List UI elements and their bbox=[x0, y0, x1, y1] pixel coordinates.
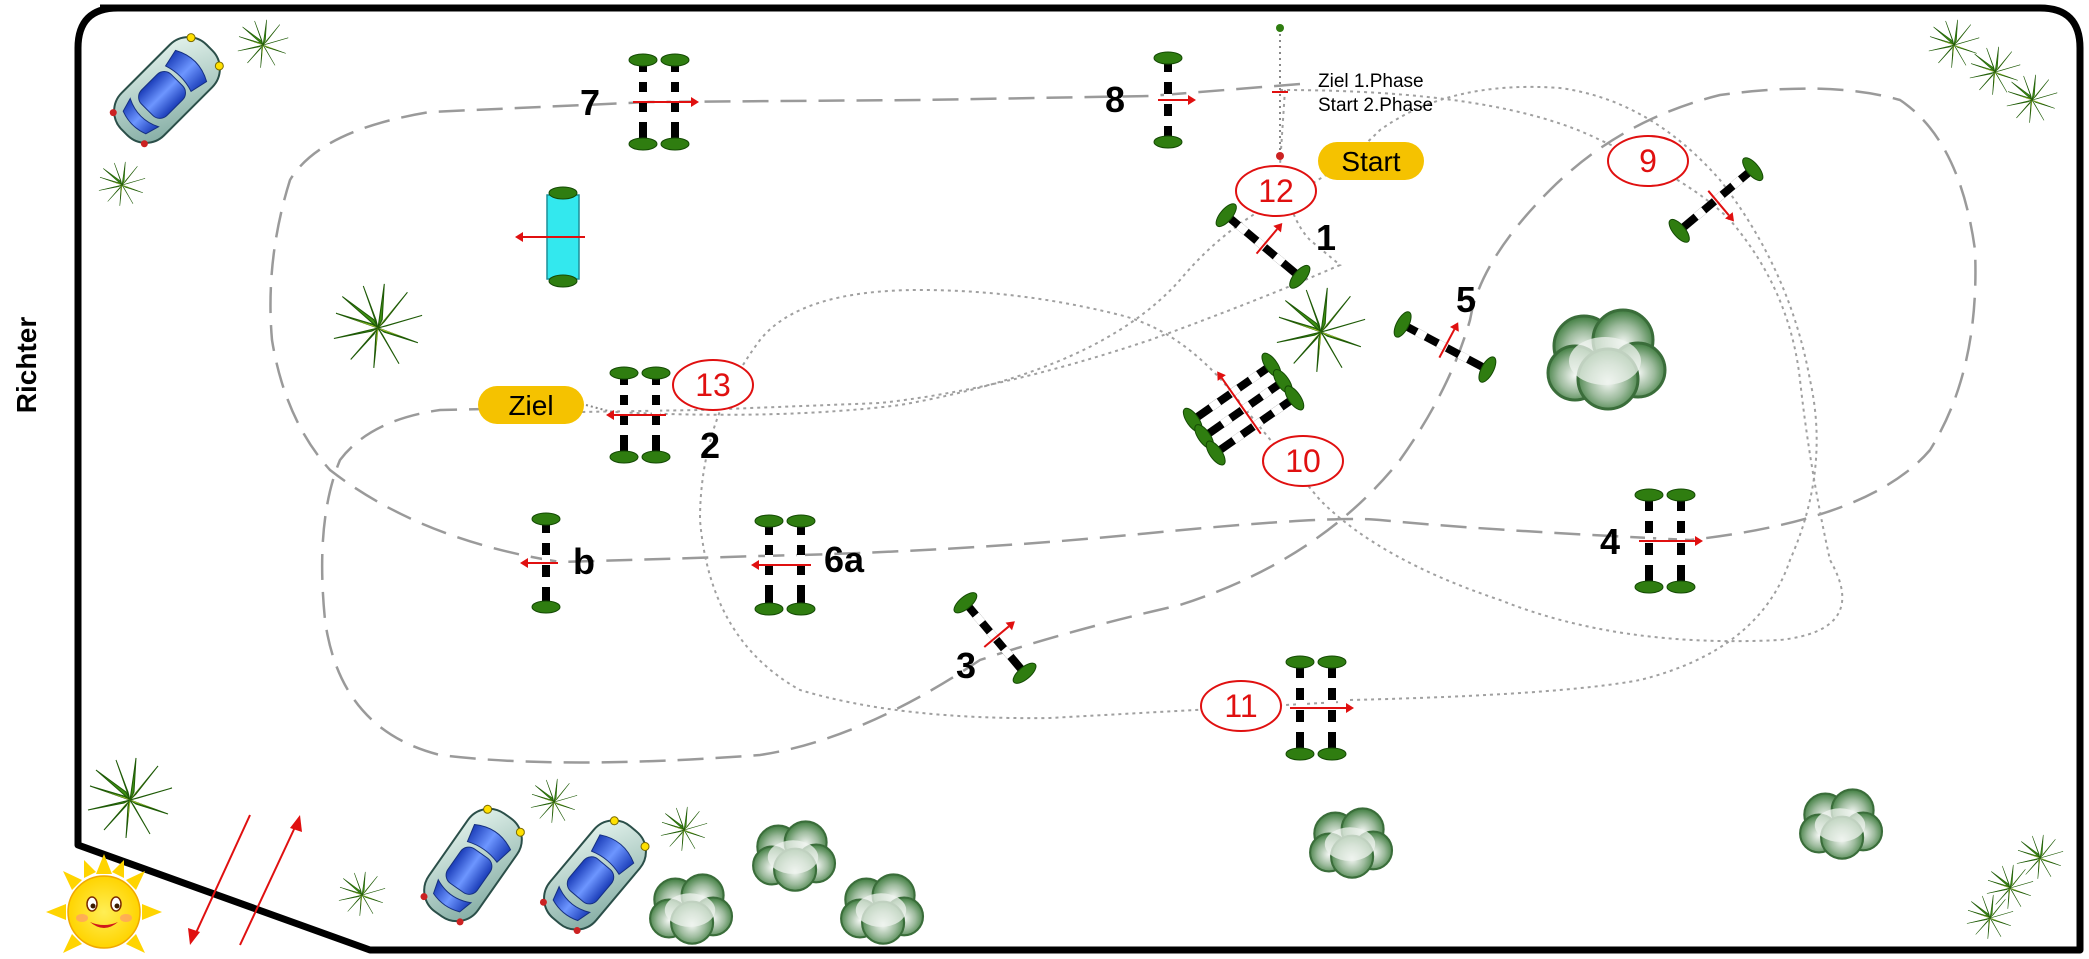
car-icon bbox=[532, 808, 658, 942]
plant-icon bbox=[2016, 834, 2064, 880]
jump-6a bbox=[751, 514, 816, 616]
number-oval-10: 10 bbox=[1262, 435, 1344, 487]
jump-5 bbox=[1390, 308, 1500, 386]
number-oval-9: 9 bbox=[1607, 135, 1689, 187]
plant-icon bbox=[660, 806, 708, 852]
arena-border bbox=[74, 4, 2084, 954]
jump-1-number: 1 bbox=[1316, 217, 1336, 258]
jump-7-number: 7 bbox=[580, 82, 600, 123]
start-badge: Start bbox=[1318, 142, 1424, 180]
jump-3-number: 3 bbox=[956, 645, 976, 686]
finish-label: Ziel bbox=[508, 390, 553, 421]
phase2-finish-path bbox=[579, 89, 1342, 413]
plant-icon bbox=[1966, 894, 2014, 940]
jump-2 bbox=[606, 366, 671, 464]
phase2-course-path bbox=[698, 89, 1844, 720]
phase-start-line bbox=[1272, 24, 1288, 160]
start-label: Start bbox=[1341, 146, 1400, 177]
phase1-course-path bbox=[269, 82, 1977, 764]
bush-icon bbox=[1309, 807, 1394, 879]
jump-3 bbox=[950, 588, 1040, 688]
jump-12-number: 12 bbox=[1258, 173, 1294, 209]
bush-icon bbox=[1546, 308, 1667, 411]
jump-9 bbox=[1665, 154, 1767, 246]
entrance-arrows bbox=[188, 814, 302, 946]
jump-2-number: 2 bbox=[700, 425, 720, 466]
sun-icon bbox=[46, 854, 162, 953]
water-jump bbox=[515, 186, 585, 288]
jump-8 bbox=[1153, 51, 1196, 149]
phase2-course-path-b bbox=[614, 85, 1818, 701]
plant-icon bbox=[98, 161, 146, 207]
plant-icon bbox=[1969, 46, 2021, 96]
bush-icon bbox=[840, 873, 925, 945]
finish-badge: Ziel bbox=[478, 386, 584, 424]
jump-4 bbox=[1634, 488, 1703, 594]
number-oval-13: 13 bbox=[672, 359, 754, 411]
jump-4-number: 4 bbox=[1600, 521, 1620, 562]
plant-icon bbox=[1276, 287, 1366, 373]
judge-label: Richter bbox=[11, 317, 42, 414]
jump-1 bbox=[1212, 200, 1314, 292]
number-oval-11: 11 bbox=[1200, 680, 1282, 732]
car-icon bbox=[102, 25, 232, 155]
jump-9-number: 9 bbox=[1639, 143, 1657, 179]
jump-b-number: b bbox=[573, 541, 595, 582]
plant-icon bbox=[1986, 864, 2034, 910]
jump-6a-number: 6a bbox=[824, 539, 865, 580]
jump-13-number: 13 bbox=[695, 367, 731, 403]
jump-8-number: 8 bbox=[1105, 79, 1125, 120]
jump-10 bbox=[1179, 349, 1308, 469]
plant-icon bbox=[2006, 74, 2058, 124]
jump-11-number: 11 bbox=[1224, 688, 1257, 724]
car-icon bbox=[413, 797, 533, 933]
jump-5-number: 5 bbox=[1456, 279, 1476, 320]
plant-icon bbox=[237, 19, 289, 69]
plant-icon bbox=[1928, 19, 1980, 69]
number-oval-12: 12 bbox=[1235, 165, 1317, 217]
plant-icon bbox=[530, 778, 578, 824]
phase-note-line1: Ziel 1.Phase bbox=[1318, 71, 1424, 92]
jump-7 bbox=[628, 53, 699, 151]
plant-icon bbox=[333, 283, 423, 369]
plant-icon bbox=[87, 757, 173, 839]
bush-icon bbox=[1799, 788, 1884, 860]
phase-note-line2: Start 2.Phase bbox=[1318, 95, 1433, 116]
bush-icon bbox=[752, 820, 837, 892]
bush-icon bbox=[649, 873, 734, 945]
jump-b bbox=[520, 512, 561, 614]
jump-11 bbox=[1285, 655, 1354, 761]
plant-icon bbox=[338, 871, 386, 917]
jump-10-number: 10 bbox=[1285, 443, 1321, 479]
